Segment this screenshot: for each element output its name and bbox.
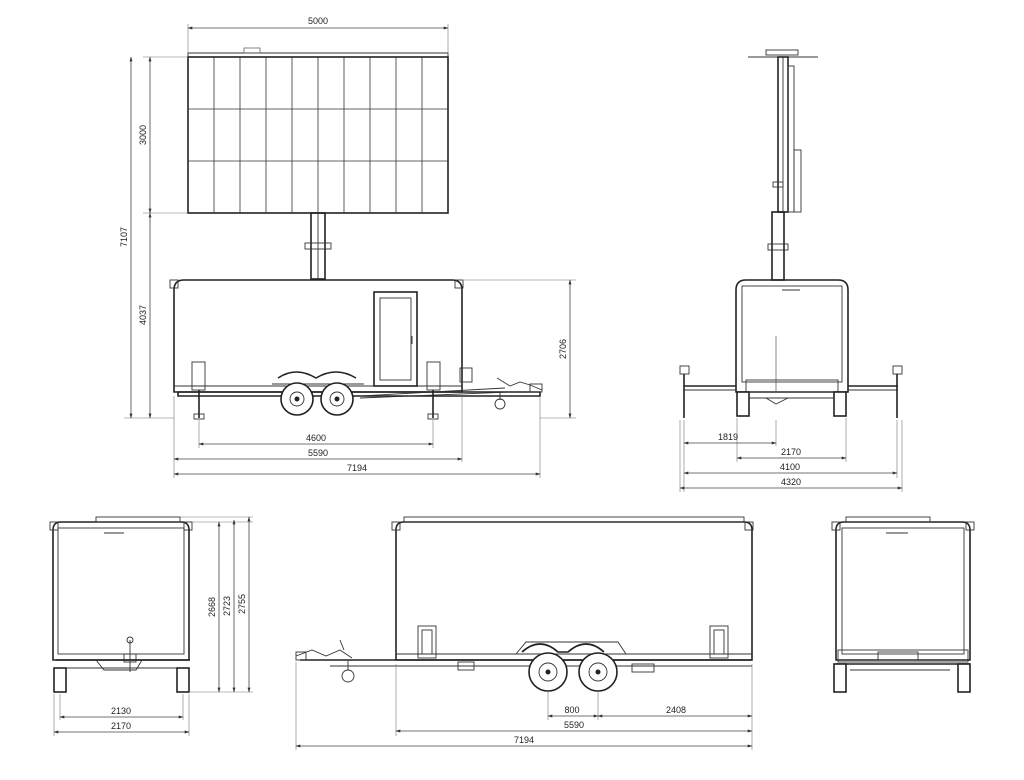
side-door [373,291,418,387]
dim-axle-to-jack: 4600 [306,433,326,443]
wheel-stowed-right [578,652,618,692]
dim-panel-width: 5000 [308,16,328,26]
wheel-stowed-left [528,652,568,692]
trailer-body-rear [49,516,193,661]
trailer-body [169,279,473,393]
dim-overall-length-stowed: 7194 [514,735,534,745]
mast [304,212,332,280]
dimension-lines-front [679,418,903,492]
chassis-stowed [300,641,752,673]
front-view-raised-panel: 1819 2170 4100 4320 [679,49,903,492]
dim-overall-height: 7107 [119,227,129,247]
chassis [177,371,541,399]
dim-track: 2130 [111,706,131,716]
rear-chassis [56,636,190,672]
dimension-lines-stowed [295,662,753,750]
dimension-lines [124,24,576,478]
dim-left-offset: 1819 [718,432,738,442]
front-wheels-stowed [833,663,971,693]
outriggers [679,365,903,418]
panel-edge-on [748,49,818,213]
dim-body-length-stowed: 5590 [564,720,584,730]
front-view-stowed [831,516,975,693]
trailer-body-front [735,279,849,393]
dim-height-3: 2755 [237,594,247,614]
dim-overall-length: 7194 [347,463,367,473]
side-view-raised-panel: 5000 3000 7107 4037 2706 4600 5590 7194 [119,16,576,478]
wheels-front [736,391,847,417]
dim-body-width: 2170 [781,447,801,457]
led-panel [187,47,449,214]
dim-body-length: 5590 [308,448,328,458]
dim-axle-spacing: 800 [564,705,579,715]
dim-height-2: 2723 [222,596,232,616]
dim-base-height: 4037 [138,305,148,325]
dimension-lines-rear [53,516,253,736]
dim-rear-width: 2170 [111,721,131,731]
dim-rear-overhang: 2408 [666,705,686,715]
rear-wheels [53,667,190,693]
wheel-right [320,382,354,416]
rear-view-stowed: 2668 2723 2755 2130 2170 [49,516,253,736]
dim-height-1: 2668 [207,597,217,617]
wheel-left [280,382,314,416]
dim-body-height: 2706 [558,339,568,359]
trailer-body-front-stowed [831,516,975,661]
front-chassis-stowed [836,649,970,671]
dim-outrigger-width: 4100 [780,462,800,472]
led-panel-grid [188,57,448,213]
dim-panel-height: 3000 [138,125,148,145]
tow-hitch-stowed [295,639,355,683]
trailer-body-stowed [391,516,754,661]
jack-front [427,390,439,420]
jack-rear [193,390,205,420]
tow-hitch [494,377,543,410]
side-view-stowed: 800 2408 5590 7194 [295,516,754,750]
dim-overall-width: 4320 [781,477,801,487]
